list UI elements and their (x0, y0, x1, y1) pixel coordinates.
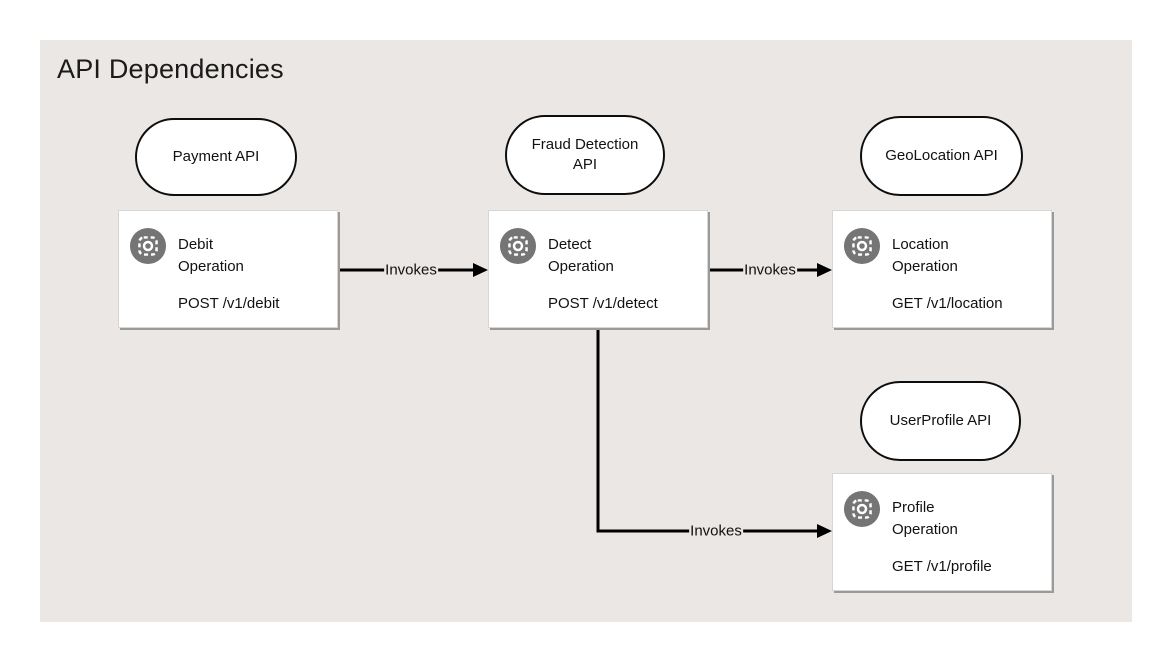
api-node-userprofile[interactable]: UserProfile API (860, 381, 1021, 461)
operation-node-profile[interactable]: Profile Operation GET /v1/profile (832, 473, 1052, 591)
operation-endpoint: GET /v1/location (892, 295, 1003, 312)
diagram-title: API Dependencies (57, 54, 284, 84)
api-node-payment[interactable]: Payment API (135, 118, 297, 196)
operation-node-debit[interactable]: Debit Operation POST /v1/debit (118, 210, 338, 328)
operation-node-location[interactable]: Location Operation GET /v1/location (832, 210, 1052, 328)
api-node-geolocation[interactable]: GeoLocation API (860, 116, 1023, 196)
operation-name: Profile Operation (892, 499, 958, 538)
center-focus-operation-icon (843, 227, 881, 265)
edge-label-invokes: Invokes (743, 261, 797, 279)
operation-endpoint: POST /v1/detect (548, 295, 658, 312)
api-node-label: Payment API (172, 148, 260, 165)
api-node-fraud-detection[interactable]: Fraud Detection API (505, 115, 665, 195)
operation-endpoint: POST /v1/debit (178, 295, 280, 312)
edge-label-invokes: Invokes (384, 261, 438, 279)
api-node-label: Fraud Detection API (531, 136, 639, 173)
operation-name: Detect Operation (548, 236, 614, 275)
api-node-label: GeoLocation API (885, 147, 998, 164)
operation-endpoint: GET /v1/profile (892, 558, 992, 575)
center-focus-operation-icon (843, 490, 881, 528)
operation-name: Debit Operation (178, 236, 244, 275)
edge-label-invokes: Invokes (689, 522, 743, 540)
center-focus-operation-icon (499, 227, 537, 265)
operation-node-detect[interactable]: Detect Operation POST /v1/detect (488, 210, 708, 328)
center-focus-operation-icon (129, 227, 167, 265)
operation-name: Location Operation (892, 236, 958, 275)
api-node-label: UserProfile API (889, 412, 992, 429)
